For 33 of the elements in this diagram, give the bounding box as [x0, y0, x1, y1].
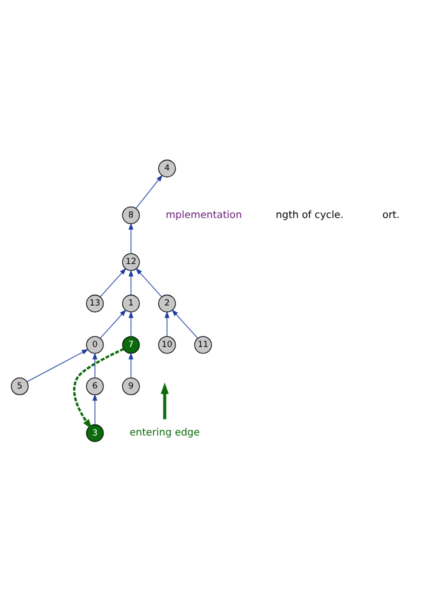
arrow	[26, 349, 89, 382]
arrow	[172, 309, 198, 339]
node-circle: 7	[122, 336, 140, 354]
arrow	[164, 311, 170, 337]
node-circle: 5	[10, 378, 29, 396]
arrow	[136, 268, 162, 298]
node-text: entering edge	[130, 428, 200, 439]
arrow	[92, 394, 98, 426]
arrow	[128, 222, 134, 254]
node-circle: 0	[86, 336, 104, 354]
node-circle: 6	[86, 378, 104, 396]
node-circle: 12	[122, 253, 140, 271]
node-circle: 8	[122, 206, 140, 224]
arrow	[100, 268, 126, 298]
node-circle: 1	[122, 294, 140, 312]
node-circle: 9	[122, 378, 140, 396]
arrow	[160, 382, 169, 420]
arrow	[73, 348, 124, 430]
node-circle: 11	[194, 336, 212, 354]
arrow	[136, 174, 163, 209]
arrow	[128, 311, 134, 337]
arrow	[128, 270, 134, 296]
node-circle: 4	[158, 160, 176, 178]
arrow	[100, 309, 126, 339]
node-circle: 13	[86, 294, 104, 312]
arrow	[92, 352, 98, 378]
node-circle: 3	[86, 424, 104, 442]
node-circle: 10	[158, 336, 176, 354]
label: ngth of cycle.	[276, 210, 344, 221]
label: ort.	[382, 210, 400, 221]
arrow	[128, 352, 134, 378]
node-circle: 2	[158, 294, 176, 312]
label: mplementation	[166, 210, 242, 221]
